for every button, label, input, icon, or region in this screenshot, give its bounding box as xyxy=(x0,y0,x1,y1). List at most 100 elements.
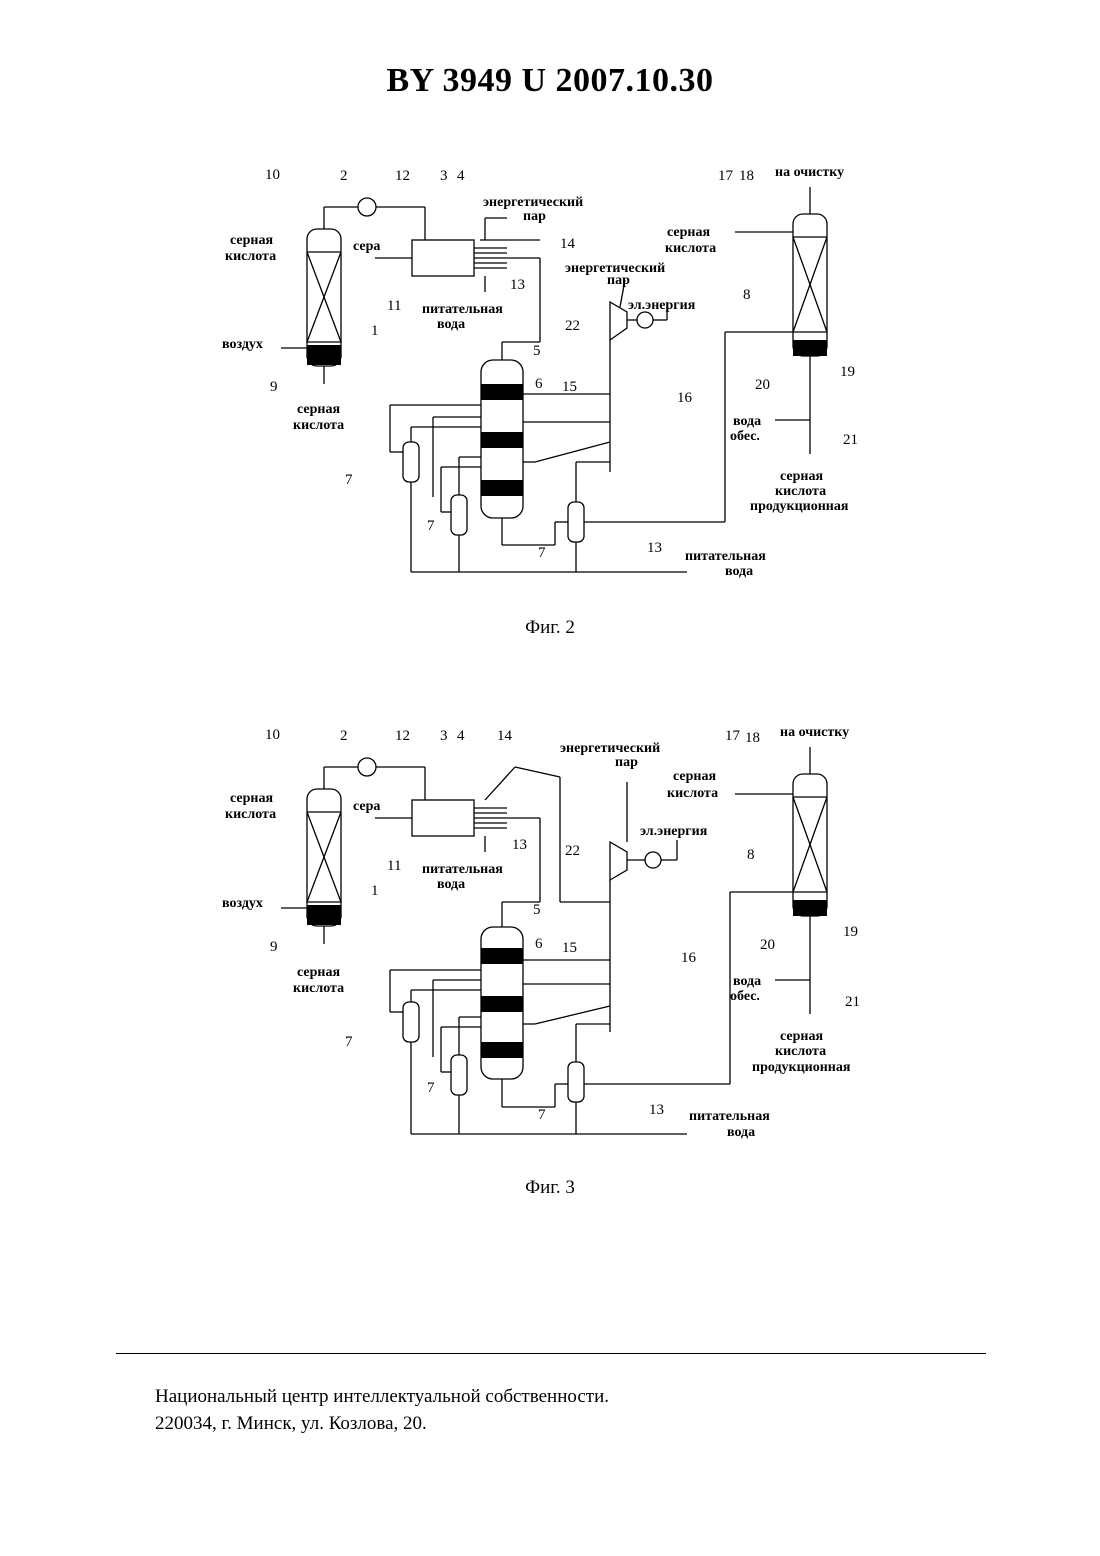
diagram-label-n19: 19 xyxy=(840,364,855,380)
diagram-label-prod1: серная xyxy=(780,1029,823,1044)
diagram-label-n12: 12 xyxy=(395,728,410,744)
diagram-label-n1: 1 xyxy=(371,323,379,339)
diagram-label-n5: 5 xyxy=(533,343,541,359)
diagram-label-acid-out-l1: серная xyxy=(297,402,340,417)
diagram-label-acid-in-r2: кислота xyxy=(667,786,718,801)
diagram-label-sulfur: сера xyxy=(353,239,380,254)
diagram-label-feed2: питательная xyxy=(685,549,766,564)
diagram-label-power: эл.энергия xyxy=(628,298,696,313)
diagram-label-n11: 11 xyxy=(387,858,401,874)
diagram-label-cleanup: на очистку xyxy=(780,725,849,740)
diagram-label-n17: 17 xyxy=(718,168,734,184)
footer: Национальный центр интеллектуальной собс… xyxy=(155,1383,609,1437)
diagram-label-steam1: энергетический xyxy=(560,741,660,756)
diagram-label-acid-in-l1: серная xyxy=(230,233,273,248)
diagram-label-n7a: 7 xyxy=(345,1034,353,1050)
diagram-label-n22: 22 xyxy=(565,318,580,334)
diagram-label-water2: обес. xyxy=(730,429,760,444)
diagram-label-n11: 11 xyxy=(387,298,401,314)
diagram-label-n15: 15 xyxy=(562,940,577,956)
diagram-label-feed1b: вода xyxy=(437,317,465,332)
diagram-label-n7a: 7 xyxy=(345,472,353,488)
diagram-label-n14: 14 xyxy=(497,728,513,744)
diagram-label-n5: 5 xyxy=(533,902,541,918)
diagram-label-n21: 21 xyxy=(845,994,860,1010)
diagram-label-n18: 18 xyxy=(739,168,754,184)
diagram-label-n4: 4 xyxy=(457,728,465,744)
diagram-label-acid-in-r2: кислота xyxy=(665,241,716,256)
diagram-label-n3: 3 xyxy=(440,728,448,744)
document-header: BY 3949 U 2007.10.30 xyxy=(0,62,1100,100)
diagram-label-n10: 10 xyxy=(265,727,280,743)
diagram-label-n8: 8 xyxy=(747,847,755,863)
diagram-label-n15: 15 xyxy=(562,379,577,395)
diagram-label-n22: 22 xyxy=(565,843,580,859)
diagram-label-n20: 20 xyxy=(760,937,775,953)
diagram-label-n1: 1 xyxy=(371,883,379,899)
figure-caption-2: Фиг. 2 xyxy=(0,617,1100,639)
diagram-label-feed1: питательная xyxy=(422,302,503,317)
diagram-label-prod1: серная xyxy=(780,469,823,484)
diagram-label-steam1: энергетический xyxy=(483,195,583,210)
diagram-label-n2: 2 xyxy=(340,168,348,184)
diagram-label-sulfur: сера xyxy=(353,799,380,814)
diagram-label-steam2b: пар xyxy=(607,273,630,288)
diagram-label-n21: 21 xyxy=(843,432,858,448)
diagram-label-power: эл.энергия xyxy=(640,824,708,839)
diagram-label-steam1b: пар xyxy=(523,209,546,224)
diagram-label-acid-in-l1: серная xyxy=(230,791,273,806)
diagram-label-acid-out-l2: кислота xyxy=(293,981,344,996)
diagram-label-acid-in-r1: серная xyxy=(667,225,710,240)
diagram-label-n7c: 7 xyxy=(538,1107,546,1123)
diagram-label-acid-in-l2: кислота xyxy=(225,807,276,822)
diagram-label-n12: 12 xyxy=(395,168,410,184)
diagram-label-air: воздух xyxy=(222,337,263,352)
diagram-label-feed1: питательная xyxy=(422,862,503,877)
diagram-label-n6: 6 xyxy=(535,376,543,392)
diagram-label-n19: 19 xyxy=(843,924,858,940)
diagram-label-feed2: питательная xyxy=(689,1109,770,1124)
process-diagram-fig2: 10 2 12 3 4 энергетический пар 14 17 18 … xyxy=(215,162,895,592)
diagram-label-n10: 10 xyxy=(265,167,280,183)
footer-line-2: 220034, г. Минск, ул. Козлова, 20. xyxy=(155,1410,609,1437)
diagram-label-steam1b: пар xyxy=(615,755,638,770)
diagram-label-n3: 3 xyxy=(440,168,448,184)
diagram-label-n6: 6 xyxy=(535,936,543,952)
diagram-label-n14: 14 xyxy=(560,236,576,252)
diagram-label-n4: 4 xyxy=(457,168,465,184)
diagram-label-n7b: 7 xyxy=(427,1080,435,1096)
diagram-label-n13a: 13 xyxy=(512,837,527,853)
figure-caption-3: Фиг. 3 xyxy=(0,1177,1100,1199)
diagram-label-n18: 18 xyxy=(745,730,760,746)
diagram-label-feed2b: вода xyxy=(727,1125,755,1140)
diagram-label-n13b: 13 xyxy=(647,540,662,556)
diagram-label-prod3: продукционная xyxy=(750,499,849,514)
footer-divider xyxy=(116,1353,986,1354)
diagram-label-n7b: 7 xyxy=(427,518,435,534)
diagram-label-n13a: 13 xyxy=(510,277,525,293)
diagram-label-air: воздух xyxy=(222,896,263,911)
diagram-label-feed1b: вода xyxy=(437,877,465,892)
diagram-label-n2: 2 xyxy=(340,728,348,744)
diagram-label-prod3: продукционная xyxy=(752,1060,851,1075)
diagram-label-n20: 20 xyxy=(755,377,770,393)
footer-line-1: Национальный центр интеллектуальной собс… xyxy=(155,1383,609,1410)
diagram-label-n9: 9 xyxy=(270,939,278,955)
diagram-label-acid-out-l2: кислота xyxy=(293,418,344,433)
diagram-label-n9: 9 xyxy=(270,379,278,395)
process-diagram-fig3: 10 2 12 3 4 энергетический пар 14 17 18 … xyxy=(215,722,895,1152)
diagram-label-acid-in-l2: кислота xyxy=(225,249,276,264)
diagram-label-water2: обес. xyxy=(730,989,760,1004)
diagram-label-n16: 16 xyxy=(677,390,693,406)
diagram-label-n13b: 13 xyxy=(649,1102,664,1118)
diagram-label-feed2b: вода xyxy=(725,564,753,579)
diagram-label-water1: вода xyxy=(733,974,761,989)
diagram-label-prod2: кислота xyxy=(775,1044,826,1059)
diagram-label-n8: 8 xyxy=(743,287,751,303)
diagram-label-n17: 17 xyxy=(725,728,741,744)
diagram-label-acid-in-r1: серная xyxy=(673,769,716,784)
diagram-label-cleanup: на очистку xyxy=(775,165,844,180)
diagram-label-n16: 16 xyxy=(681,950,697,966)
diagram-label-n7c: 7 xyxy=(538,545,546,561)
diagram-label-prod2: кислота xyxy=(775,484,826,499)
